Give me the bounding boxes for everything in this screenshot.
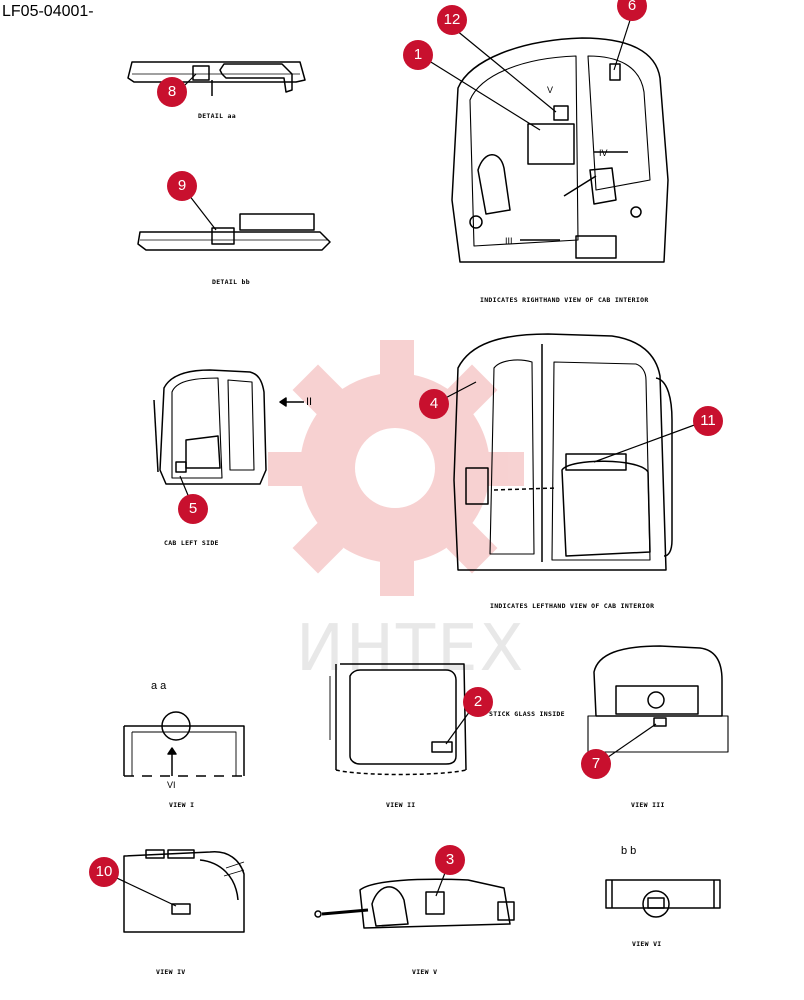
callout-8: 8 [157, 77, 187, 107]
label-roman-5: V [547, 85, 554, 95]
document-id: LF05-04001- [2, 3, 94, 20]
caption-view-6: VIEW VI [632, 940, 662, 948]
label-roman-3: III [505, 236, 513, 246]
callout-2: 2 [463, 687, 493, 717]
callout-10: 10 [89, 857, 119, 887]
caption-left-view: INDICATES LEFTHAND VIEW OF CAB INTERIOR [490, 602, 655, 610]
callout-4: 4 [419, 389, 449, 419]
label-roman-4: IV [599, 148, 608, 158]
view-i-drawing [123, 711, 245, 777]
view-vi-drawing [605, 879, 721, 918]
view-iii-drawing [587, 645, 729, 753]
view-v-drawing [314, 878, 515, 929]
caption-cab-left-side: CAB LEFT SIDE [164, 539, 219, 547]
callout-6: 6 [617, 0, 647, 21]
watermark-text: ИНТЕХ [296, 612, 526, 686]
caption-stick-glass: STICK GLASS INSIDE [489, 710, 565, 718]
label-roman-6: VI [167, 780, 176, 790]
caption-right-view: INDICATES RIGHTHAND VIEW OF CAB INTERIOR [480, 296, 649, 304]
caption-view-1: VIEW I [169, 801, 195, 809]
caption-detail-aa: DETAIL aa [198, 112, 236, 120]
caption-view-3: VIEW III [631, 801, 665, 809]
leader-lines [103, 13, 709, 907]
callout-12: 12 [437, 5, 467, 35]
label-aa: a a [151, 680, 167, 692]
label-roman-2: II [306, 396, 313, 408]
view-iv-drawing [123, 849, 245, 933]
caption-view-4: VIEW IV [156, 968, 186, 976]
caption-detail-bb: DETAIL bb [212, 278, 250, 286]
detail-bb-drawing [137, 213, 331, 251]
callout-1: 1 [403, 40, 433, 70]
callout-11: 11 [693, 406, 723, 436]
label-bb: b b [621, 845, 637, 857]
callout-5: 5 [178, 494, 208, 524]
caption-view-5: VIEW V [412, 968, 438, 976]
callout-9: 9 [167, 171, 197, 201]
view-ii-drawing [329, 663, 467, 776]
callout-3: 3 [435, 845, 465, 875]
caption-view-2: VIEW II [386, 801, 416, 809]
cab-left-side-drawing [153, 369, 304, 485]
detail-aa-drawing [127, 61, 306, 96]
cab-interior-left-drawing [453, 333, 673, 571]
callout-7: 7 [581, 749, 611, 779]
cab-interior-right-drawing [451, 37, 669, 263]
